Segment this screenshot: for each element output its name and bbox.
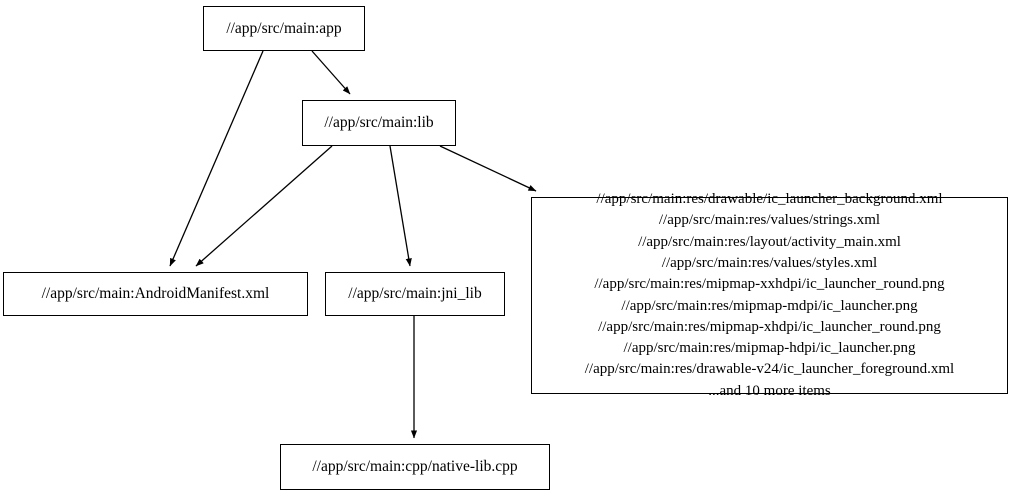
- node-jni-lib-label: //app/src/main:jni_lib: [348, 285, 482, 303]
- edge-app-to-manifest: [169, 50, 264, 267]
- edge-lib-to-jni-lib: [389, 145, 412, 267]
- node-native-lib-cpp[interactable]: //app/src/main:cpp/native-lib.cpp: [280, 444, 550, 490]
- node-resources[interactable]: //app/src/main:res/drawable/ic_launcher_…: [531, 191, 1008, 399]
- edge-app-to-lib: [311, 50, 351, 95]
- node-lib-label: //app/src/main:lib: [324, 114, 434, 132]
- node-native-lib-cpp-label: //app/src/main:cpp/native-lib.cpp: [312, 458, 518, 476]
- node-android-manifest-label: //app/src/main:AndroidManifest.xml: [41, 285, 270, 303]
- edge-lib-to-manifest: [195, 145, 333, 267]
- edge-lib-to-resources: [439, 145, 537, 192]
- node-resources-label: //app/src/main:res/drawable/ic_launcher_…: [584, 191, 955, 399]
- node-app[interactable]: //app/src/main:app: [203, 6, 365, 51]
- node-jni-lib[interactable]: //app/src/main:jni_lib: [325, 272, 505, 316]
- node-android-manifest[interactable]: //app/src/main:AndroidManifest.xml: [3, 272, 308, 316]
- node-lib[interactable]: //app/src/main:lib: [302, 100, 456, 146]
- node-app-label: //app/src/main:app: [226, 19, 342, 37]
